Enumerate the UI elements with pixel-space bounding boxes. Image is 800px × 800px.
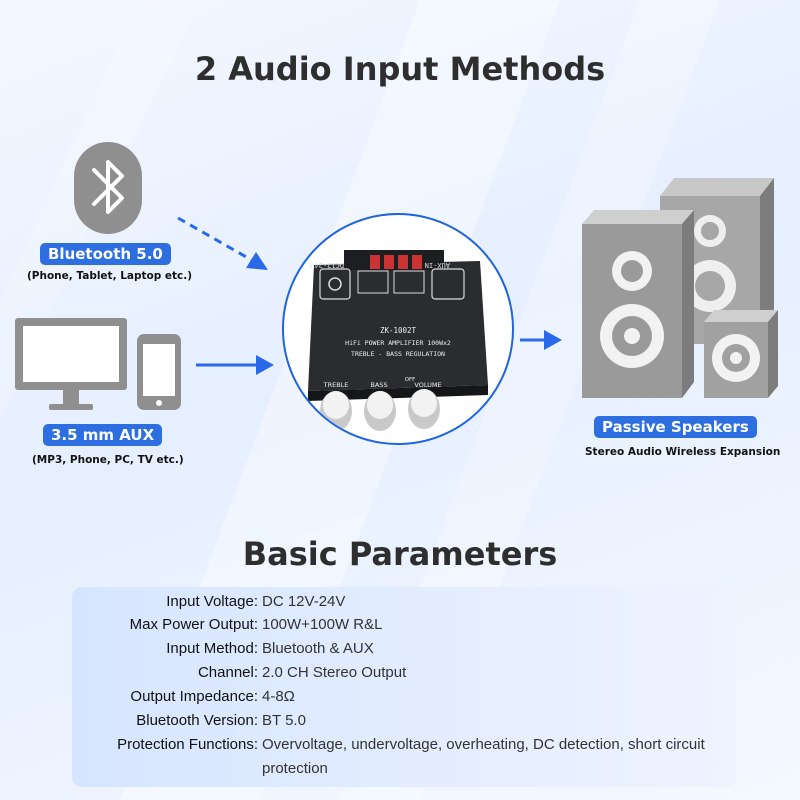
model-label: ZK-1002T (380, 326, 417, 335)
output-label: Passive Speakers (594, 416, 757, 438)
aux-label: 3.5 mm AUX (43, 424, 163, 446)
knob-bass (364, 391, 396, 431)
param-value: Overvoltage, undervoltage, overheating, … (262, 736, 705, 777)
param-row: Max Power Output: 100W+100W R&L (72, 613, 736, 637)
knob-off-label: OFF (405, 377, 416, 383)
arrow-aux (196, 355, 274, 375)
param-row: Input Voltage: DC 12V-24V (72, 590, 736, 614)
param-key: Max Power Output: (129, 616, 258, 633)
param-key: Channel: (197, 664, 258, 681)
param-value: Bluetooth & AUX (262, 640, 374, 657)
knob-volume (408, 389, 440, 429)
monitor-phone-icon (15, 318, 181, 410)
bluetooth-icon (74, 142, 142, 234)
param-row: Input Method: Bluetooth & AUX (72, 637, 736, 661)
bluetooth-sub: (Phone, Tablet, Laptop etc.) (27, 270, 193, 282)
main-title: 2 Audio Input Methods (194, 50, 606, 88)
param-key: Bluetooth Version: (136, 712, 258, 729)
param-value: 4-8Ω (262, 688, 295, 705)
parameters-panel (72, 587, 736, 787)
parameters-title: Basic Parameters (242, 535, 558, 573)
output-sub: Stereo Audio Wireless Expansion (585, 446, 781, 458)
port-aux-label: AUX-IN (425, 261, 450, 269)
knob-volume-label: VOLUME (414, 381, 441, 389)
param-value: 100W+100W R&L (262, 616, 383, 633)
param-row: Protection Functions: Overvoltage, under… (72, 733, 736, 781)
device-line1: HiFi POWER AMPLIFIER 100Wx2 (345, 339, 451, 347)
param-value: BT 5.0 (262, 712, 306, 729)
param-row: Channel: 2.0 CH Stereo Output (72, 661, 736, 685)
bluetooth-label: Bluetooth 5.0 (40, 243, 171, 265)
param-key: Protection Functions: (117, 736, 258, 753)
knob-treble-label: TREBLE (323, 381, 349, 389)
param-row: Output Impedance: 4-8Ω (72, 685, 736, 709)
device-line2: TREBLE - BASS REGULATION (351, 350, 445, 358)
param-value: DC 12V-24V (262, 593, 346, 610)
arrow-bluetooth (177, 216, 268, 270)
arrow-output (520, 330, 562, 350)
param-key: Input Method: (166, 640, 258, 657)
amplifier-board-image: DC12-24V AUX-IN ZK-1002T HiFi POWER AMPL… (308, 250, 488, 431)
speakers-icon (582, 178, 778, 398)
aux-sub: (MP3, Phone, PC, TV etc.) (32, 454, 184, 466)
knob-bass-label: BASS (370, 381, 387, 389)
param-key: Output Impedance: (130, 688, 258, 705)
port-power-label: DC12-24V (309, 261, 344, 269)
param-key: Input Voltage: (166, 593, 258, 610)
param-row: Bluetooth Version: BT 5.0 (72, 709, 736, 733)
amplifier-frame: DC12-24V AUX-IN ZK-1002T HiFi POWER AMPL… (282, 213, 514, 445)
param-value: 2.0 CH Stereo Output (262, 664, 407, 681)
